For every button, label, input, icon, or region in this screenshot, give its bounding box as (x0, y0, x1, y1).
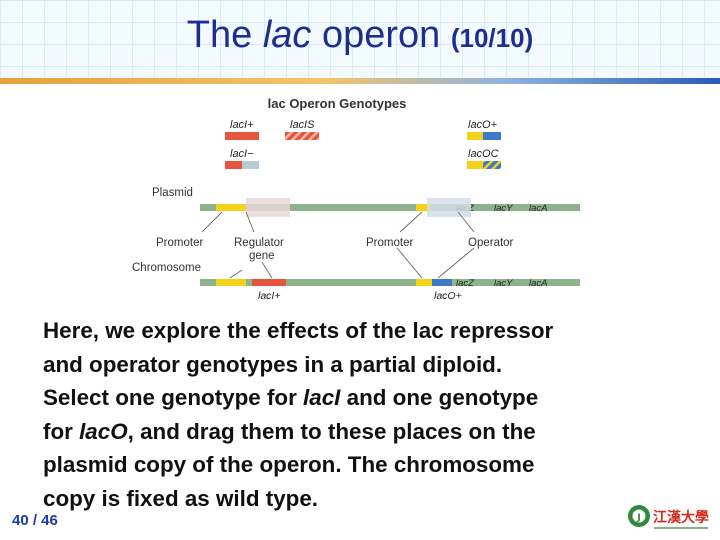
laci-s-chip[interactable] (285, 132, 319, 140)
chromosome-laci-label: lacI+ (258, 290, 280, 302)
body-line-3-lacI: lacI (303, 385, 341, 410)
laco-plus-label: lacO+ (468, 119, 498, 131)
svg-text:J: J (636, 513, 640, 523)
body-line-3: Select one genotype for lacI and one gen… (43, 381, 693, 415)
plasmid-lacy: lacY (494, 203, 513, 214)
slide-title: The lac operon (10/10) (0, 16, 720, 54)
promoter-left-label: Promoter (156, 237, 203, 249)
title-divider (0, 78, 720, 84)
logo-text: 江漢大學 (653, 509, 709, 526)
operon-figure: lac Operon Genotypes lacI+ lacIS lacI− l… (132, 96, 580, 302)
body-line-4-lacO: lacO (79, 418, 128, 444)
body-line-2: and operator genotypes in a partial dipl… (43, 351, 503, 377)
title-background (0, 0, 720, 80)
laci-minus-label: lacI− (230, 148, 254, 160)
laco-plus-chip-a[interactable] (467, 132, 483, 140)
body-line-6: copy is fixed as wild type. (43, 485, 318, 511)
regulator-label: Regulator (234, 237, 284, 249)
body-line-4a: for (43, 418, 80, 444)
chromosome-dna: lacZ lacY lacA (200, 278, 580, 289)
body-line-4: for lacO, and drag them to these places … (43, 415, 693, 449)
laci-plus-chip[interactable] (225, 132, 259, 140)
body-line-4b: , and drag them to these places on the (127, 418, 536, 444)
plasmid-label: Plasmid (152, 187, 193, 199)
laci-s-label: lacIS (290, 119, 315, 131)
laci-minus-chip-a[interactable] (225, 161, 242, 169)
laco-plus-chip-b[interactable] (483, 132, 501, 140)
title-lac: lac (262, 14, 312, 56)
promoter-right-label: Promoter (366, 237, 413, 249)
body-line-5: plasmid copy of the operon. The chromoso… (43, 452, 535, 477)
body-line-1: Here, we explore the effects of the lac … (43, 318, 554, 343)
plasmid-laci-drop-zone[interactable] (246, 198, 290, 217)
laco-c-label: lacOC (468, 148, 499, 160)
body-line-3b: and one genotype (340, 385, 539, 410)
laco-c-chip-a[interactable] (467, 161, 483, 169)
chromosome-lacy: lacY (494, 278, 513, 289)
body-line-3a: Select one genotype for (43, 385, 304, 410)
genotype-laci-s[interactable]: lacIS (285, 119, 319, 140)
title-count: (10/10) (450, 23, 534, 53)
figure-heading: lac Operon Genotypes (268, 96, 407, 111)
genotype-laci-plus[interactable]: lacI+ (225, 119, 259, 140)
genotype-laco-c[interactable]: lacOC (467, 148, 501, 169)
plasmid-laco-drop-zone[interactable] (427, 198, 471, 217)
chromosome-lacz: lacZ (456, 278, 475, 289)
genotype-laco-plus[interactable]: lacO+ (467, 119, 501, 140)
chromosome-laco-label: lacO+ (434, 290, 462, 302)
laci-plus-label: lacI+ (230, 119, 254, 131)
gene-label: gene (249, 250, 275, 262)
operator-label: Operator (468, 237, 514, 249)
plasmid-laca: lacA (529, 203, 547, 214)
page-number: 40 / 46 (12, 512, 58, 529)
instructions-text: Here, we explore the effects of the lac … (43, 314, 693, 515)
title-suffix: operon (311, 14, 451, 56)
connector-lines (201, 211, 475, 279)
laci-minus-chip-b[interactable] (242, 161, 259, 169)
university-logo: J 江漢大學 (628, 505, 709, 529)
laco-c-chip-b[interactable] (483, 161, 501, 169)
genotype-laci-minus[interactable]: lacI− (225, 148, 259, 169)
chromosome-laca: lacA (529, 278, 547, 289)
title-prefix: The (186, 14, 263, 56)
chromosome-label: Chromosome (132, 262, 201, 274)
